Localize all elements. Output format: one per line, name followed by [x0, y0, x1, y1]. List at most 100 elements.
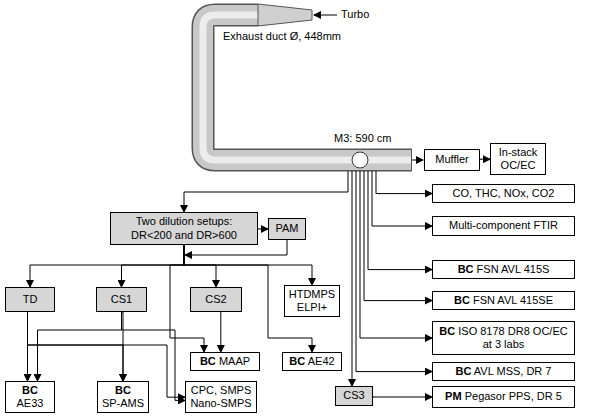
- probe-line: [364, 171, 432, 301]
- box-text-group: Muffler: [435, 153, 468, 166]
- box-text-group: BC ISO 8178 DR8 OC/EC at 3 labs: [436, 325, 571, 351]
- probe-line: [360, 171, 432, 338]
- box-label: Pegasor PPS, DR 5: [465, 390, 562, 402]
- box-text-group: CS3: [343, 389, 364, 402]
- box-text-group: CO, THC, NOx, CO2: [453, 187, 555, 200]
- instrument-box: CO, THC, NOx, CO2: [432, 184, 575, 203]
- instrument-box: BC AE42: [282, 352, 342, 371]
- box-label: BC: [456, 365, 472, 377]
- connector: [258, 228, 268, 230]
- instrument-box: BCSP-AMS: [97, 381, 149, 413]
- m3-probe: [352, 152, 368, 168]
- box-label: FSN AVL 415S: [477, 263, 550, 275]
- shaded-box: Two dilution setups: DR<200 and DR>600: [110, 212, 258, 245]
- duct-body: [203, 15, 411, 160]
- connector: [184, 245, 216, 287]
- duct-highlight: [203, 15, 411, 160]
- box-label: CS2: [205, 293, 226, 305]
- probe-line: [352, 171, 353, 386]
- box-text-group: CPC, SMPS Nano-SMPS: [189, 384, 253, 410]
- probe-line: [356, 171, 432, 372]
- turbo-cone: [258, 4, 312, 26]
- box-text-group: CS2: [205, 293, 226, 306]
- box-label: BC: [200, 355, 216, 367]
- box-label: FSN AVL 415SE: [473, 294, 553, 306]
- probe-line: [368, 171, 432, 270]
- instrument-box: PM Pegasor PPS, DR 5: [432, 386, 575, 408]
- box-label: AE42: [308, 355, 335, 367]
- box-text-group: BC FSN AVL 415SE: [454, 294, 553, 307]
- box-label: Two dilution setups: DR<200 and DR>600: [131, 215, 237, 240]
- box-text-group: BC AE42: [289, 355, 334, 368]
- shaded-box: CS1: [96, 287, 147, 312]
- box-label: PAM: [275, 222, 298, 234]
- box-label: TD: [23, 293, 38, 305]
- box-label: CPC, SMPS Nano-SMPS: [190, 384, 251, 409]
- box-label: BC: [289, 355, 305, 367]
- box-label: CO, THC, NOx, CO2: [453, 187, 555, 199]
- box-text-group: Two dilution setups: DR<200 and DR>600: [114, 215, 254, 241]
- connector: [373, 396, 432, 397]
- box-label: CS3: [343, 389, 364, 401]
- instrument-box: CPC, SMPS Nano-SMPS: [185, 381, 257, 413]
- box-label: SP-AMS: [102, 397, 144, 410]
- box-text-group: BC FSN AVL 415S: [458, 263, 550, 276]
- box-label: BC: [454, 294, 470, 306]
- box-label: HTDMPS ELPI+: [289, 288, 335, 313]
- instrument-box: BC ISO 8178 DR8 OC/EC at 3 labs: [432, 321, 575, 355]
- box-label: BC: [17, 384, 44, 397]
- box-text-group: BC AVL MSS, DR 7: [456, 365, 552, 378]
- shaded-box: PAM: [268, 218, 306, 240]
- box-text-group: HTDMPS ELPI+: [288, 288, 336, 314]
- box-label: Muffler: [435, 153, 468, 165]
- probe-line: [376, 171, 432, 194]
- box-label: BC: [102, 384, 144, 397]
- box-label: BC: [439, 325, 455, 337]
- box-text-group: BC MAAP: [200, 355, 250, 368]
- box-label: MAAP: [219, 355, 250, 367]
- box-label: BC: [458, 263, 474, 275]
- annotation-label: Turbo: [340, 8, 370, 20]
- box-label: Multi-component FTIR: [449, 219, 558, 231]
- shaded-box: CS2: [190, 287, 242, 312]
- connector: [480, 159, 490, 161]
- box-text-group: BCAE33: [17, 384, 44, 410]
- probe-line: [372, 171, 432, 226]
- box-text-group: Multi-component FTIR: [449, 219, 558, 232]
- instrument-box: BC MAAP: [190, 352, 260, 371]
- box-label: CS1: [111, 293, 132, 305]
- connector: [122, 245, 185, 287]
- instrument-box: BC AVL MSS, DR 7: [432, 362, 575, 381]
- connector: [38, 312, 122, 381]
- box-label: AE33: [17, 397, 44, 410]
- instrument-box: Muffler: [424, 149, 480, 171]
- box-label: In-stack OC/EC: [499, 146, 538, 171]
- connector: [30, 245, 184, 287]
- duct-to-muffler-arrow: [412, 160, 423, 161]
- annotation-label: Exhaust duct Ø, 448mm: [222, 30, 342, 42]
- connector: [28, 312, 124, 381]
- box-text-group: TD: [23, 293, 38, 306]
- probe-line: [184, 171, 348, 212]
- box-text-group: CS1: [111, 293, 132, 306]
- turbo-arrow: [314, 15, 337, 16]
- shaded-box: CS3: [335, 386, 373, 406]
- box-text-group: BCSP-AMS: [102, 384, 144, 410]
- shaded-box: TD: [5, 287, 55, 312]
- box-text-group: In-stack OC/EC: [494, 146, 542, 172]
- connector: [220, 312, 221, 352]
- box-label: AVL MSS, DR 7: [474, 365, 552, 377]
- instrument-box: BCAE33: [5, 381, 55, 413]
- duct-outline: [203, 15, 412, 160]
- instrument-box: BC FSN AVL 415SE: [432, 291, 575, 310]
- box-text-group: PAM: [275, 222, 298, 235]
- box-text-group: PM Pegasor PPS, DR 5: [445, 390, 562, 403]
- instrument-box: BC FSN AVL 415S: [432, 260, 575, 279]
- instrument-box: In-stack OC/EC: [490, 143, 546, 175]
- box-label: PM: [445, 390, 462, 402]
- box-label: ISO 8178 DR8 OC/EC at 3 labs: [458, 325, 567, 350]
- instrument-box: Multi-component FTIR: [432, 216, 575, 236]
- annotation-label: M3: 590 cm: [333, 132, 392, 144]
- instrument-box: HTDMPS ELPI+: [284, 285, 340, 317]
